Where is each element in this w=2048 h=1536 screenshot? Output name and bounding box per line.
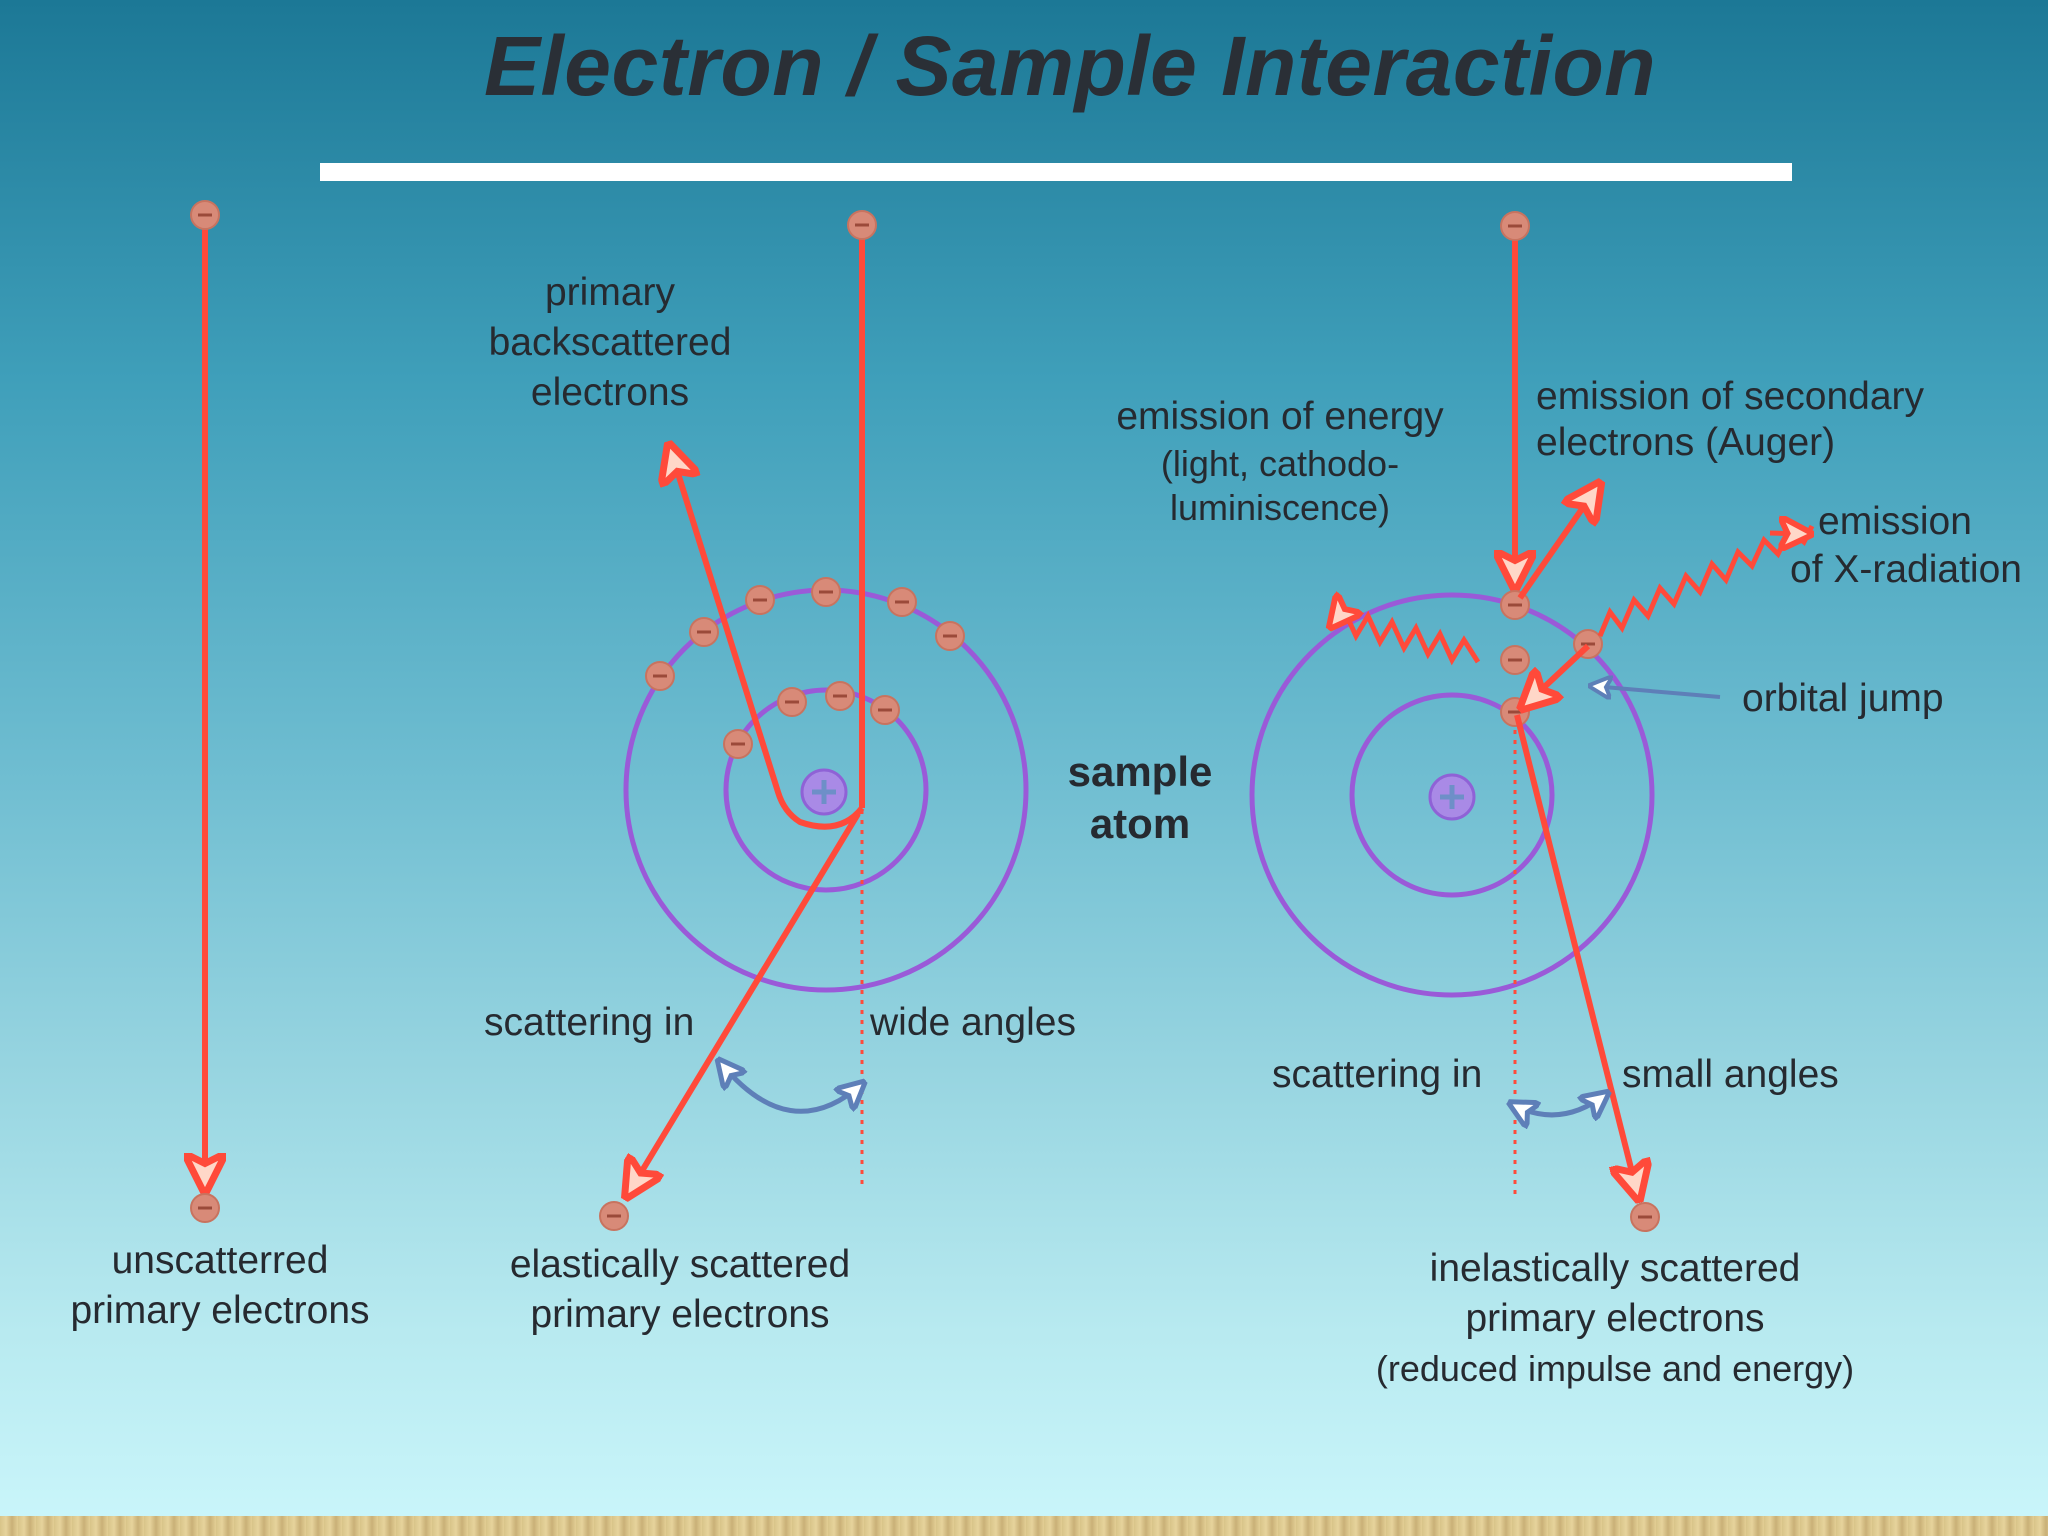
- inelastic-path: [1514, 714, 1638, 1196]
- electron-icon: [189, 199, 221, 231]
- label-energy-emission: emission of energy (light, cathodo- lumi…: [1116, 395, 1444, 528]
- label-secondary-emission: emission of secondary electrons (Auger): [1536, 375, 1925, 464]
- slide-title: Electron / Sample Interaction: [483, 19, 1657, 113]
- label-scattering-in-wide: scattering in: [484, 1001, 695, 1044]
- light-emission-path: [1332, 610, 1481, 666]
- electron-icon: [598, 1200, 630, 1232]
- electron-icon: [1499, 210, 1531, 242]
- orbital-jump-pointer: [1592, 686, 1721, 697]
- outer-shell-electrons: [644, 576, 966, 692]
- small-angle-arrow: [1512, 1094, 1606, 1115]
- label-small-angles: small angles: [1622, 1053, 1839, 1096]
- nucleus-icon: [802, 770, 846, 814]
- footer-strip: [0, 1516, 2048, 1536]
- electron-icon: [1629, 1201, 1661, 1233]
- electron-icon: [846, 209, 878, 241]
- wide-angle-arrow: [720, 1062, 862, 1114]
- electron-icon: [1499, 644, 1531, 676]
- auger-electron-path: [1517, 486, 1598, 600]
- orbital-jump-path: [1524, 643, 1591, 706]
- title-rule: [320, 163, 1792, 181]
- label-sample-atom: sample atom: [1067, 748, 1213, 847]
- label-inelastic: inelastically scattered primary electron…: [1375, 1247, 1855, 1389]
- atom-inelastic: [1249, 592, 1655, 998]
- xray-arrow-head: [1769, 533, 1808, 534]
- xray-emission-path: [1597, 524, 1815, 637]
- backscatter-path: [670, 448, 865, 830]
- label-scattering-in-small: scattering in: [1272, 1053, 1483, 1096]
- label-orbital-jump: orbital jump: [1742, 677, 1944, 720]
- label-backscattered: primary backscattered electrons: [488, 271, 732, 414]
- label-elastic: elastically scattered primary electrons: [509, 1243, 851, 1336]
- label-unscattered: unscatterred primary electrons: [70, 1239, 370, 1332]
- label-wide-angles: wide angles: [870, 1001, 1076, 1044]
- elastic-path: [628, 812, 861, 1194]
- nucleus-icon: [1430, 775, 1474, 819]
- electron-icon: [189, 1192, 221, 1224]
- label-xray-emission: emission of X-radiation: [1790, 500, 2022, 591]
